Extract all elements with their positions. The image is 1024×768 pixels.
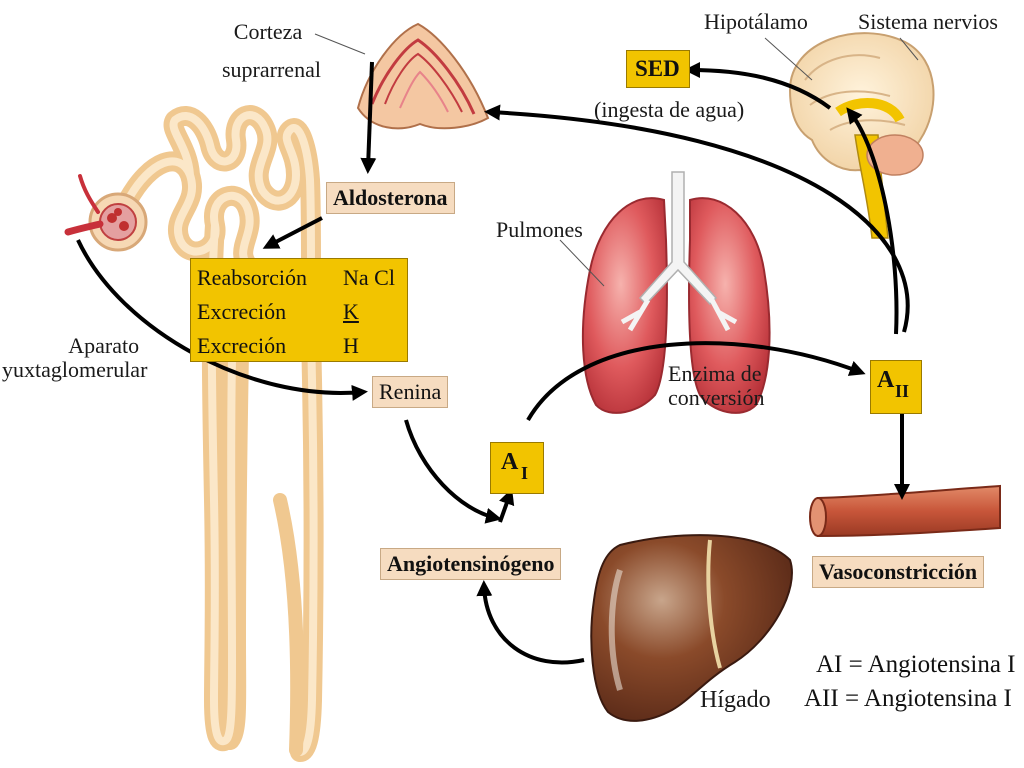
vasoconstriction-label: Vasoconstricción xyxy=(819,559,978,584)
angiotensin-ii-subscript: II xyxy=(895,381,910,401)
hydrogen-ion: H xyxy=(343,333,359,358)
aldosterone-label: Aldosterona xyxy=(333,185,448,210)
lungs-label: Pulmones xyxy=(496,217,583,242)
arrow-liver-to-angiotensinogen xyxy=(476,580,585,665)
arrow-renin-to-ai xyxy=(404,419,502,524)
arrow-ai-to-aii xyxy=(526,341,866,422)
legend-angiotensin-ii: AII = Angiotensina I xyxy=(804,685,1012,712)
vasoconstriction-box: Vasoconstricción xyxy=(812,556,985,588)
liver-label: Hígado xyxy=(700,687,771,713)
legend-angiotensin-i: AI = Angiotensina I xyxy=(816,651,1016,678)
renin-label: Renina xyxy=(379,379,442,404)
adrenal-cortex-label-line2: suprarrenal xyxy=(222,57,321,82)
nervous-system-label: Sistema nervios xyxy=(858,9,998,34)
adrenal-cortex-label-2: suprarrenal xyxy=(222,58,321,82)
blood-vessel-illustration xyxy=(809,484,1001,538)
potassium-excretion-row: Excreción K xyxy=(197,295,401,329)
renin-box: Renina xyxy=(372,376,449,408)
adrenal-cortex-label-line1: Corteza xyxy=(233,19,303,44)
tubular-effects-box: Reabsorción Na Cl Excreción K Excreción … xyxy=(190,258,408,362)
juxtaglomerular-label-line2: yuxtaglomerular xyxy=(2,357,148,382)
potassium-ion: K xyxy=(343,299,359,324)
angiotensinogen-box: Angiotensinógeno xyxy=(380,548,562,580)
arrow-aldosterone-to-box xyxy=(262,216,323,249)
angiotensin-i-letter: A xyxy=(501,449,519,475)
reabsorption-row: Reabsorción Na Cl xyxy=(197,261,401,295)
juxtaglomerular-label-line1: Aparato xyxy=(68,333,140,358)
angiotensin-i-box: A I xyxy=(490,442,544,494)
converting-enzyme-line1: Enzima de xyxy=(668,361,762,386)
angiotensin-ii-box: A II xyxy=(870,360,922,414)
adrenal-cortex-label: Corteza xyxy=(222,20,314,44)
thirst-box: SED xyxy=(626,50,690,88)
aldosterone-box: Aldosterona xyxy=(326,182,455,214)
juxtaglomerular-label: Aparato yuxtaglomerular xyxy=(2,333,147,382)
angiotensin-ii-letter: A xyxy=(877,367,895,393)
brain-illustration xyxy=(764,32,935,239)
nephron-illustration xyxy=(64,105,324,762)
water-intake-label: (ingesta de agua) xyxy=(594,97,745,122)
nacl-ion: Na Cl xyxy=(343,265,395,290)
excretion-k-label: Excreción xyxy=(197,299,287,324)
reabsorption-label: Reabsorción xyxy=(197,265,307,290)
hydrogen-excretion-row: Excreción H xyxy=(197,329,401,363)
converting-enzyme-label: Enzima de conversión xyxy=(668,362,765,410)
hypothalamus-label: Hipotálamo xyxy=(704,9,808,34)
thirst-label: SED xyxy=(635,56,680,81)
arrow-cortex-to-aldosterone xyxy=(360,61,377,174)
angiotensinogen-label: Angiotensinógeno xyxy=(387,551,555,576)
angiotensin-i-subscript: I xyxy=(521,463,529,483)
arrow-ai-up xyxy=(498,488,515,523)
arrow-aii-to-brain xyxy=(846,107,899,335)
converting-enzyme-line2: conversión xyxy=(668,385,765,410)
arrow-brain-to-sed xyxy=(684,62,832,110)
arrow-aii-to-adrenal xyxy=(484,104,910,333)
adrenal-gland-illustration xyxy=(314,22,490,130)
liver-illustration xyxy=(590,534,793,722)
excretion-h-label: Excreción xyxy=(197,333,287,358)
